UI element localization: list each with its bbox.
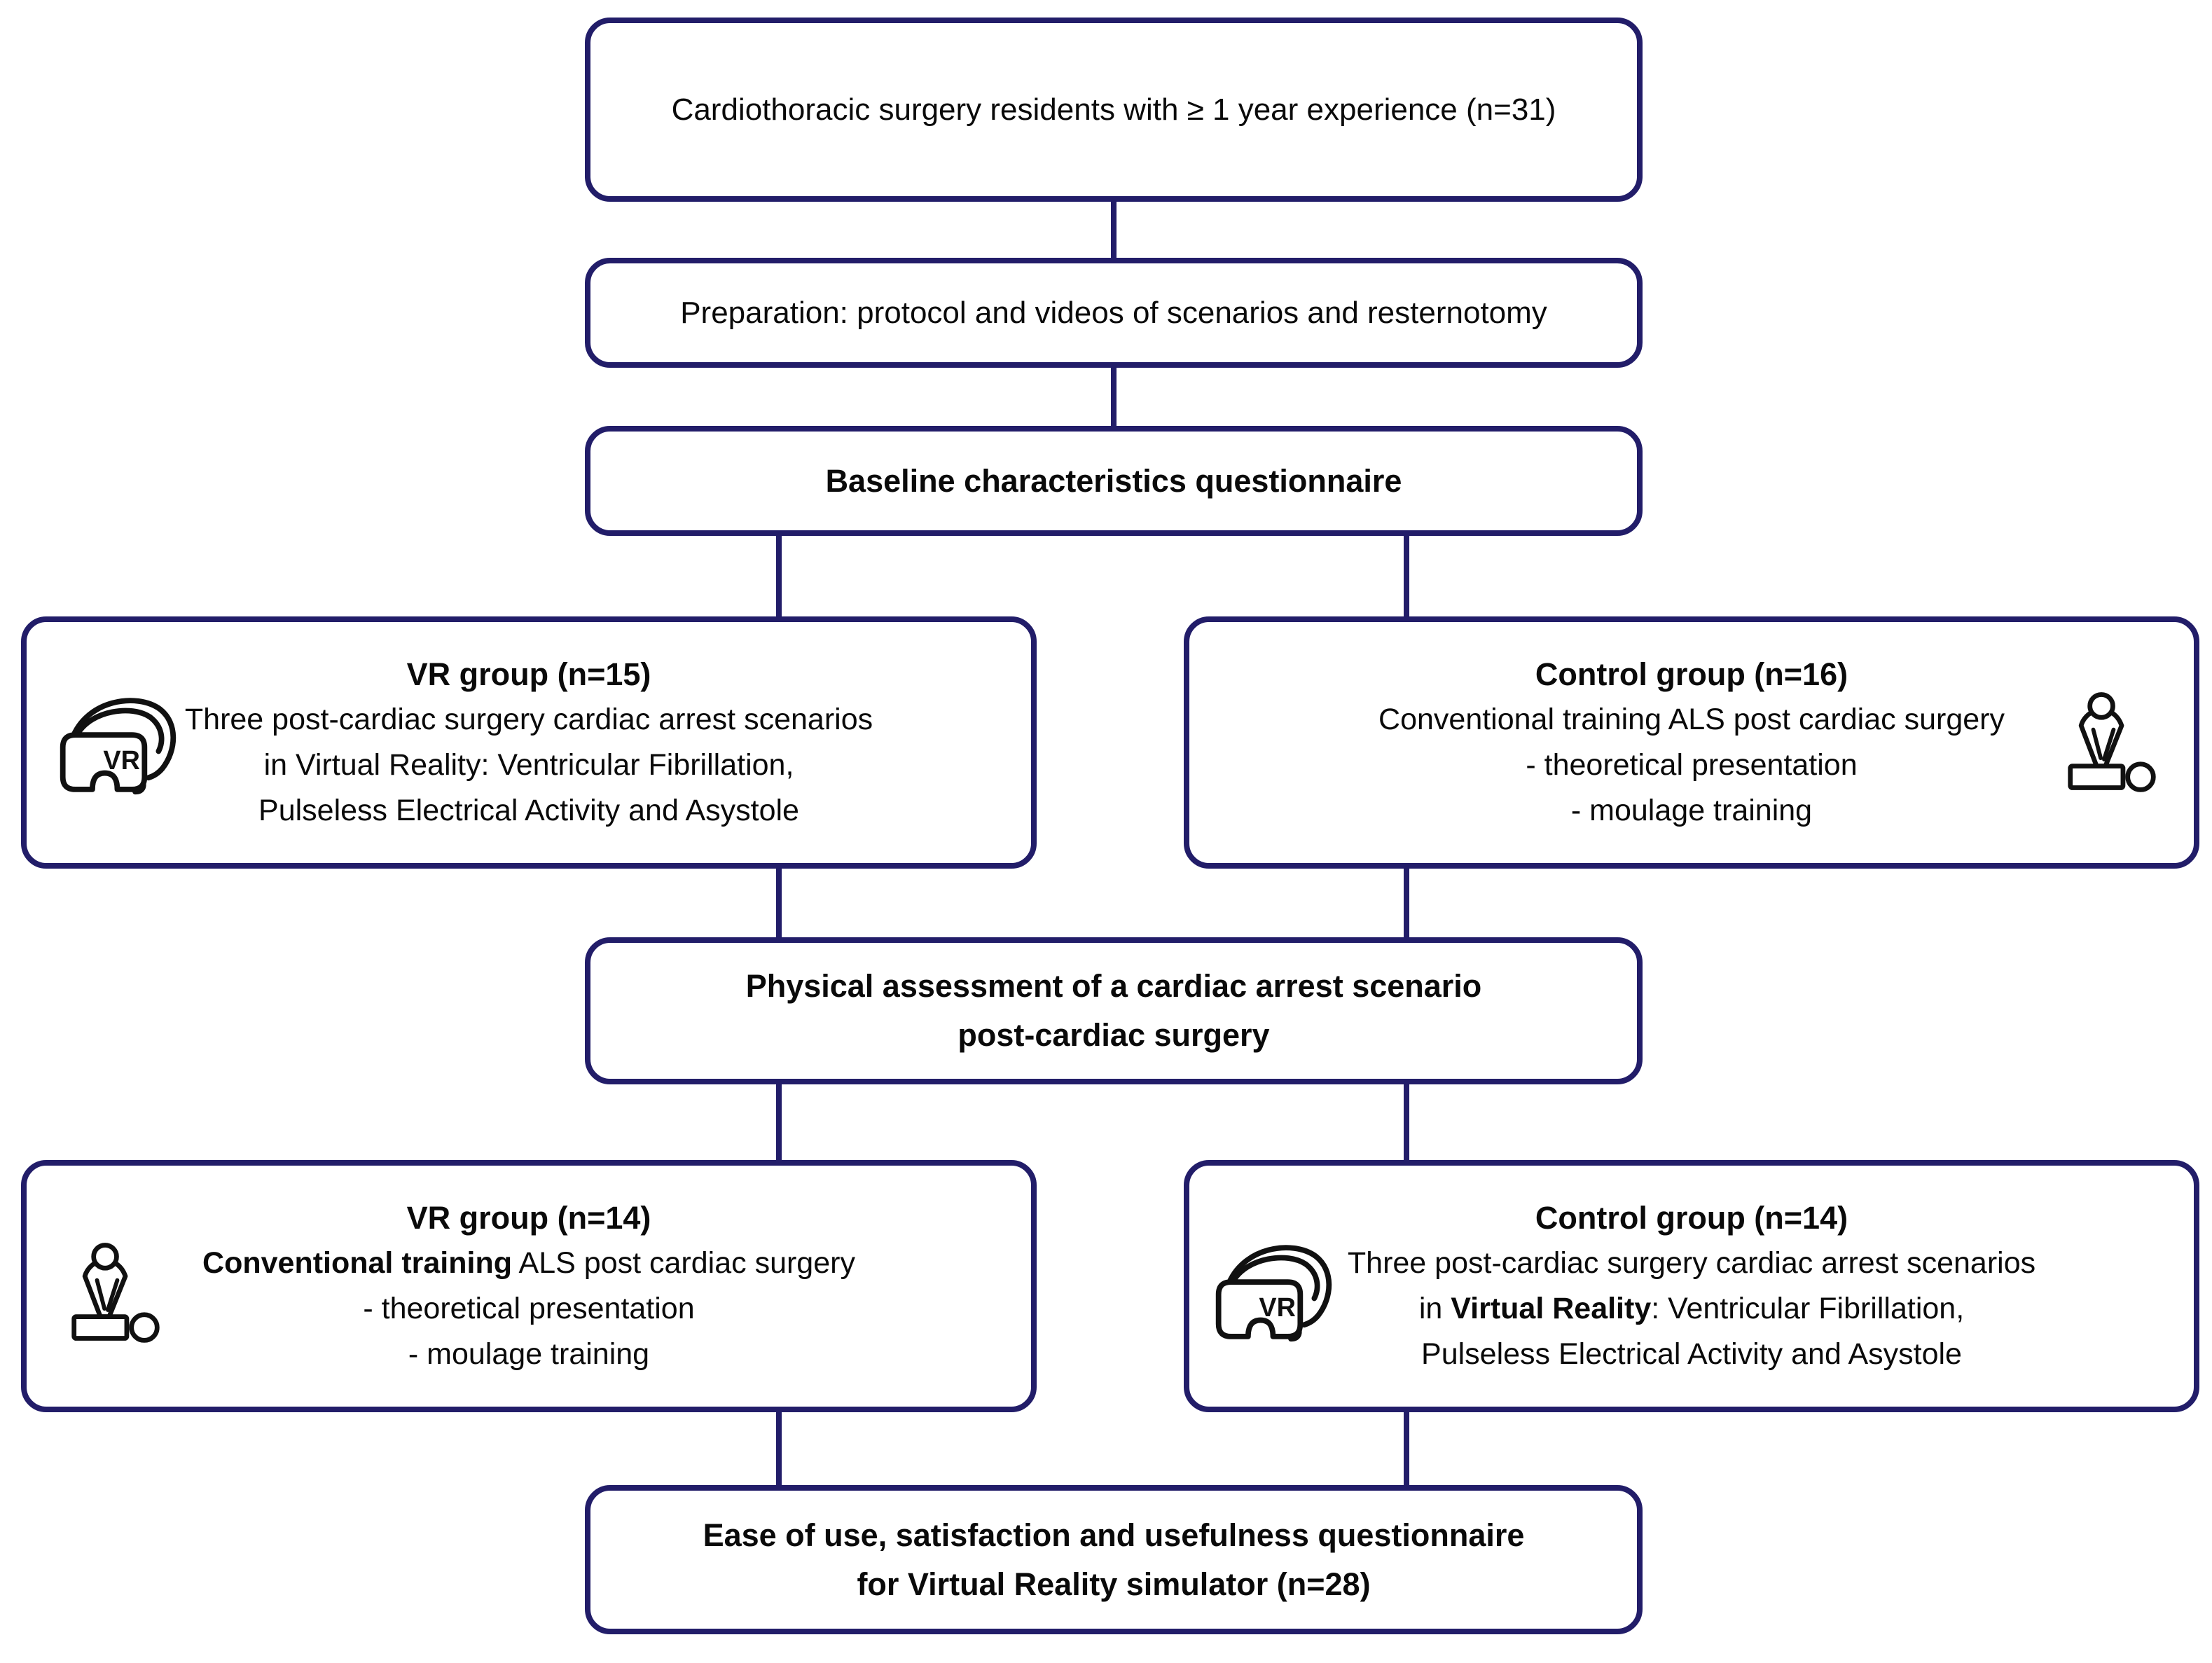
vr-headset-icon: VR [55,692,188,797]
preparation-text: Preparation: protocol and videos of scen… [680,295,1547,330]
box-line: for Virtual Reality simulator (n=28) [857,1566,1371,1602]
box-line: - theoretical presentation [1526,748,1858,782]
eligibility-text: Cardiothoracic surgery residents with ≥ … [671,92,1556,127]
cpr-manikin-icon [69,1236,163,1348]
box-line-emphasis: Conventional training [202,1246,512,1280]
connector-line [1404,866,1409,940]
connector-line [1111,365,1117,429]
box-line: - moulage training [1570,794,1813,827]
box-line: in Virtual Reality: Ventricular Fibrilla… [1419,1286,1964,1332]
box-line: post-cardiac surgery [958,1017,1270,1053]
box-line-text: : Ventricular Fibrillation, [1651,1292,1965,1325]
box-line: Pulseless Electrical Activity and Asysto… [1421,1337,1962,1371]
box-title: Control group (n=16) [1535,656,1848,692]
final-questionnaire-box: Ease of use, satisfaction and usefulness… [585,1485,1643,1634]
connector-line [1404,1409,1409,1488]
box-line-emphasis: Virtual Reality [1451,1292,1652,1325]
vr-headset-icon: VR [1210,1239,1343,1344]
box-line: - theoretical presentation [363,1292,695,1325]
box-line-text: ALS post cardiac surgery [511,1246,855,1280]
box-line: Conventional training ALS post cardiac s… [1378,703,2005,736]
vr-icon-label: VR [103,746,139,775]
box-line: in Virtual Reality: Ventricular Fibrilla… [263,748,794,782]
connector-line [776,866,782,940]
box-line: Three post-cardiac surgery cardiac arres… [184,703,873,736]
box-line: Conventional training ALS post cardiac s… [202,1241,855,1286]
connector-line [1404,1082,1409,1163]
box-line: Three post-cardiac surgery cardiac arres… [1347,1246,2036,1280]
box-line-text: in [1418,1292,1451,1325]
connector-line [1404,533,1409,619]
box-line: Pulseless Electrical Activity and Asysto… [258,794,799,827]
connector-line [776,533,782,619]
box-title: Control group (n=14) [1535,1200,1848,1236]
preparation-box: Preparation: protocol and videos of scen… [585,258,1643,368]
physical-assessment-box: Physical assessment of a cardiac arrest … [585,937,1643,1084]
box-title: VR group (n=15) [406,656,651,692]
vr-icon-label: VR [1259,1293,1295,1323]
box-title: VR group (n=14) [406,1200,651,1236]
control-group-crossover-box: Control group (n=14) Three post-cardiac … [1184,1160,2199,1412]
connector-line [1111,200,1117,261]
control-group-baseline-box: Control group (n=16) Conventional traini… [1184,616,2199,869]
vr-group-crossover-box: VR group (n=14) Conventional training AL… [21,1160,1037,1412]
baseline-questionnaire-text: Baseline characteristics questionnaire [825,462,1402,499]
vr-group-baseline-box: VR group (n=15) Three post-cardiac surge… [21,616,1037,869]
eligibility-box: Cardiothoracic surgery residents with ≥ … [585,18,1643,202]
box-line: Ease of use, satisfaction and usefulness… [703,1517,1525,1553]
connector-line [776,1082,782,1163]
box-line: Physical assessment of a cardiac arrest … [745,968,1482,1004]
box-line: - moulage training [408,1337,650,1371]
connector-line [776,1409,782,1488]
baseline-questionnaire-box: Baseline characteristics questionnaire [585,426,1643,536]
cpr-manikin-icon [2065,685,2159,797]
